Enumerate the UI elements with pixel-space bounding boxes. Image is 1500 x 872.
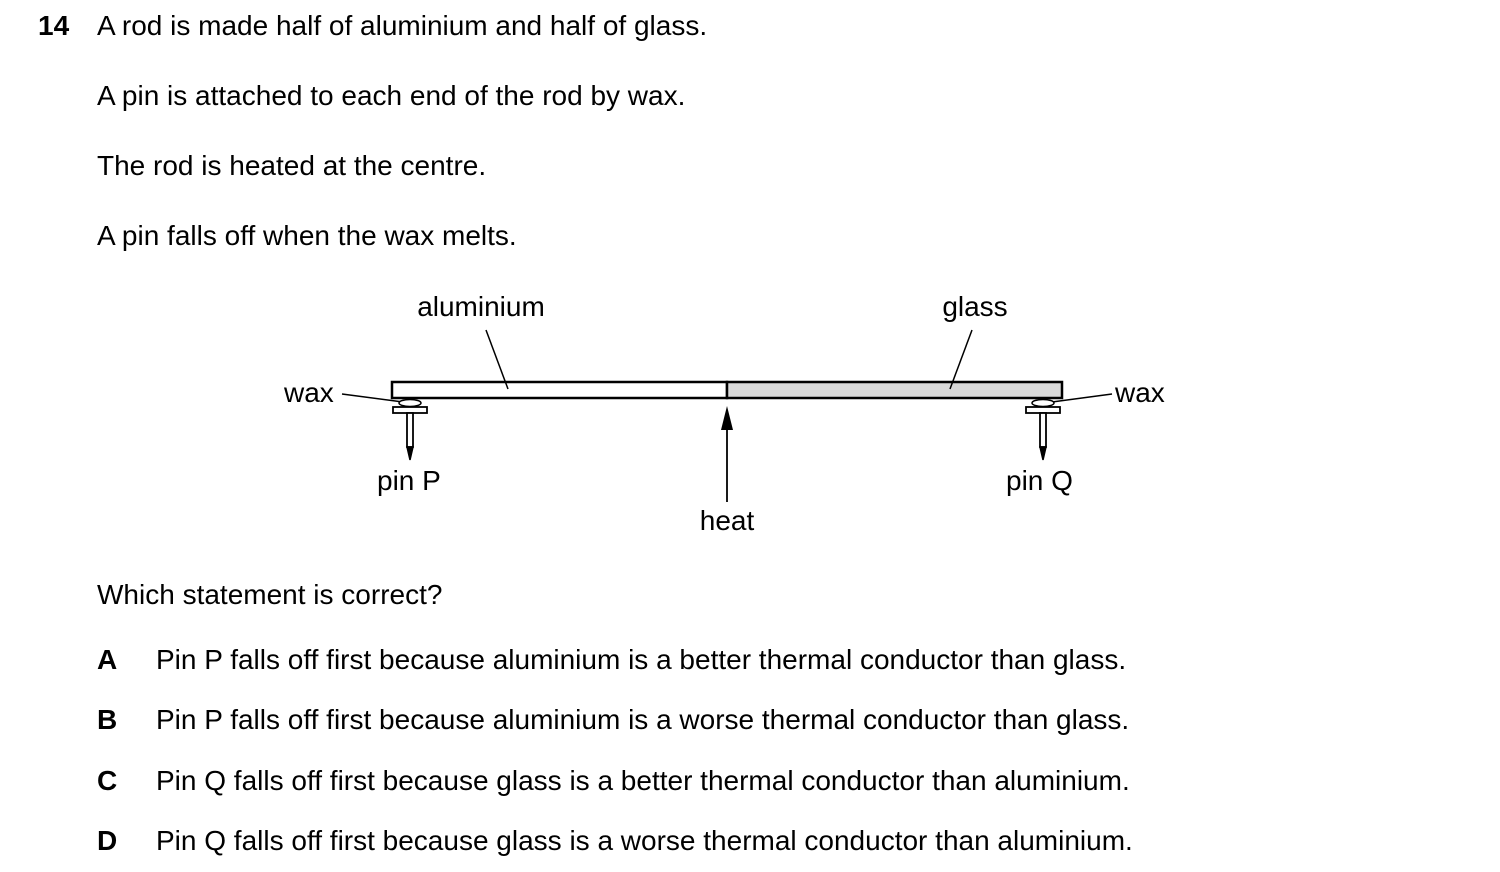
label-pin-p: pin P <box>377 465 441 496</box>
label-glass: glass <box>942 291 1007 322</box>
label-heat: heat <box>700 505 755 536</box>
question-line-1: A rod is made half of aluminium and half… <box>97 10 708 41</box>
label-wax-right: wax <box>1114 377 1165 408</box>
label-aluminium: aluminium <box>417 291 545 322</box>
question-line-4: A pin falls off when the wax melts. <box>97 220 517 251</box>
glass-leader-line <box>949 329 973 390</box>
option-c-text: Pin Q falls off first because glass is a… <box>156 765 1130 796</box>
question-number: 14 <box>38 10 70 41</box>
option-b-letter: B <box>97 704 118 735</box>
option-c-letter: C <box>97 765 118 796</box>
option-b-text: Pin P falls off first because aluminium … <box>156 704 1130 735</box>
wax-right-leader-line <box>1051 393 1113 403</box>
rod-aluminium-half <box>390 380 729 400</box>
question-line-2: A pin is attached to each end of the rod… <box>97 80 686 111</box>
heat-arrow <box>721 406 733 502</box>
aluminium-leader-line <box>485 329 509 390</box>
wax-left-blob <box>398 398 422 408</box>
wax-left-leader-line <box>341 393 404 403</box>
question-line-3: The rod is heated at the centre. <box>97 150 487 181</box>
question-prompt: Which statement is correct? <box>97 579 443 610</box>
rod-glass-half <box>725 380 1064 400</box>
wax-right-blob <box>1031 398 1055 408</box>
label-wax-left: wax <box>283 377 334 408</box>
pin-p <box>392 398 428 461</box>
option-a-text: Pin P falls off first because aluminium … <box>156 644 1127 675</box>
label-pin-q: pin Q <box>1006 465 1073 496</box>
pin-q <box>1025 398 1061 461</box>
option-a-letter: A <box>97 644 118 675</box>
option-d-text: Pin Q falls off first because glass is a… <box>156 825 1133 856</box>
option-d-letter: D <box>97 825 118 856</box>
